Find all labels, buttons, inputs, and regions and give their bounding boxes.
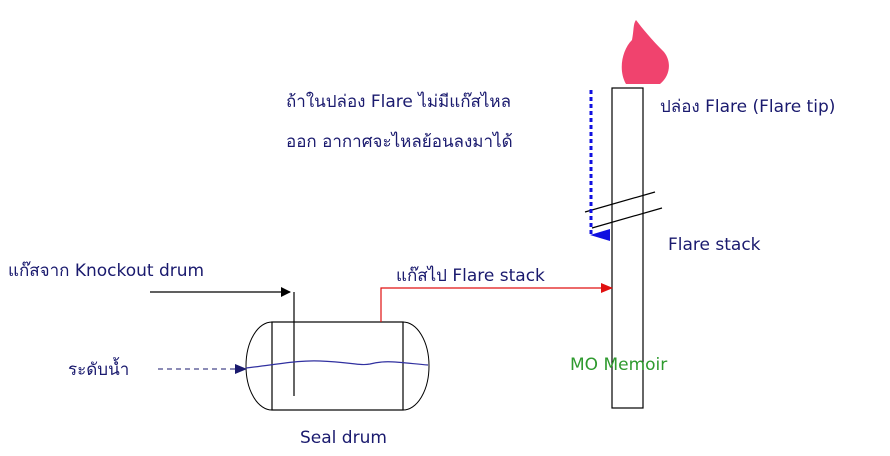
water-level-line <box>245 360 429 369</box>
flare-stack-label: Flare stack <box>668 235 761 255</box>
break-mark <box>591 207 663 229</box>
flame-icon <box>621 20 669 84</box>
flare-stack <box>611 87 644 409</box>
gas-from-label: แก๊สจาก Knockout drum <box>8 261 205 281</box>
gas-outlet-arrow <box>380 283 613 322</box>
seal-drum <box>271 321 404 411</box>
gas-to-label: แก๊สไป Flare stack <box>396 266 545 286</box>
flare-tip-label: ปล่อง Flare (Flare tip) <box>660 97 836 117</box>
seal-drum-label: Seal drum <box>300 428 387 448</box>
watermark-text: MO Memoir <box>570 355 668 375</box>
break-mark <box>584 191 656 213</box>
warning-text-line1: ถ้าในปล่อง Flare ไม่มีแก๊สไหล <box>286 92 512 112</box>
warning-text-line2: ออก อากาศจะไหลย้อนลงมาได้ <box>286 132 513 152</box>
water-level-label: ระดับน้ำ <box>68 360 130 380</box>
